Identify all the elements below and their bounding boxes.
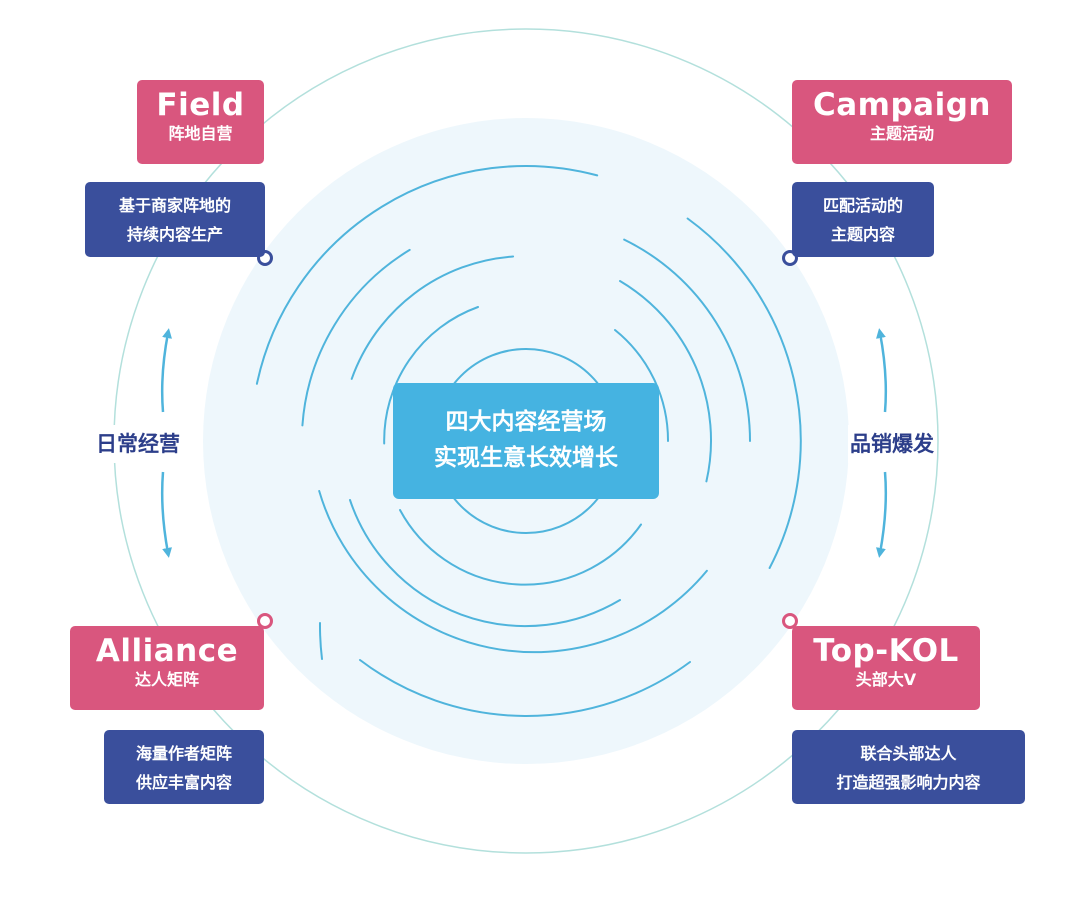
field-title: Field [156,87,245,123]
left-arrow-up [160,328,172,413]
campaign-title-card: Campaign 主题活动 [792,80,1012,164]
alliance-connector-dot [257,613,273,629]
ring-arc [619,280,712,483]
ring-arc [350,255,515,380]
field-subtitle: 阵地自营 [168,124,233,143]
field-title-card: Field 阵地自营 [137,80,264,164]
topkol-title: Top-KOL [813,633,959,669]
field-desc-line-2: 持续内容生产 [126,225,223,244]
alliance-desc-line-1: 海量作者矩阵 [135,744,232,763]
left-cycle-label: 日常经营 [94,425,182,463]
ring-arc [383,306,479,445]
right-arrow-down [875,471,888,558]
center-line-2: 实现生意长效增长 [434,445,618,471]
ring-arc [359,659,691,718]
ring-arc [301,248,411,427]
ring-arc [349,499,621,628]
ring-arc [399,509,642,586]
topkol-desc-line-2: 打造超强影响力内容 [836,773,981,792]
left-arrow-down [160,471,173,558]
center-line-1: 四大内容经营场 [445,409,607,435]
topkol-desc-card: 联合头部达人 打造超强影响力内容 [792,730,1025,804]
right-arrow-up [876,328,888,413]
ring-arc [686,217,802,569]
right-cycle-label: 品销爆发 [848,425,936,463]
campaign-title: Campaign [813,87,991,123]
alliance-subtitle: 达人矩阵 [134,670,199,689]
alliance-desc-line-2: 供应丰富内容 [135,773,232,792]
topkol-title-card: Top-KOL 头部大V [792,626,980,710]
topkol-desc-line-1: 联合头部达人 [860,744,957,763]
center-message-box: 四大内容经营场 实现生意长效增长 [393,383,659,499]
alliance-title: Alliance [95,633,239,669]
alliance-title-card: Alliance 达人矩阵 [70,626,264,710]
field-desc-line-1: 基于商家阵地的 [118,196,231,215]
topkol-subtitle: 头部大V [855,670,917,689]
campaign-subtitle: 主题活动 [869,124,934,143]
ring-arc [614,329,670,442]
concentric-arcs [255,165,802,718]
alliance-desc-card: 海量作者矩阵 供应丰富内容 [104,730,264,804]
ring-arc [255,165,599,385]
ring-arc [318,490,708,654]
campaign-desc-line-1: 匹配活动的 [822,196,903,215]
ring-arc [318,622,323,660]
side-arrows [160,328,888,558]
ring-arc [623,238,751,442]
campaign-desc-card: 匹配活动的 主题内容 [792,182,934,257]
topkol-connector-dot [782,613,798,629]
campaign-desc-line-2: 主题内容 [830,225,895,244]
field-desc-card: 基于商家阵地的 持续内容生产 [85,182,265,257]
